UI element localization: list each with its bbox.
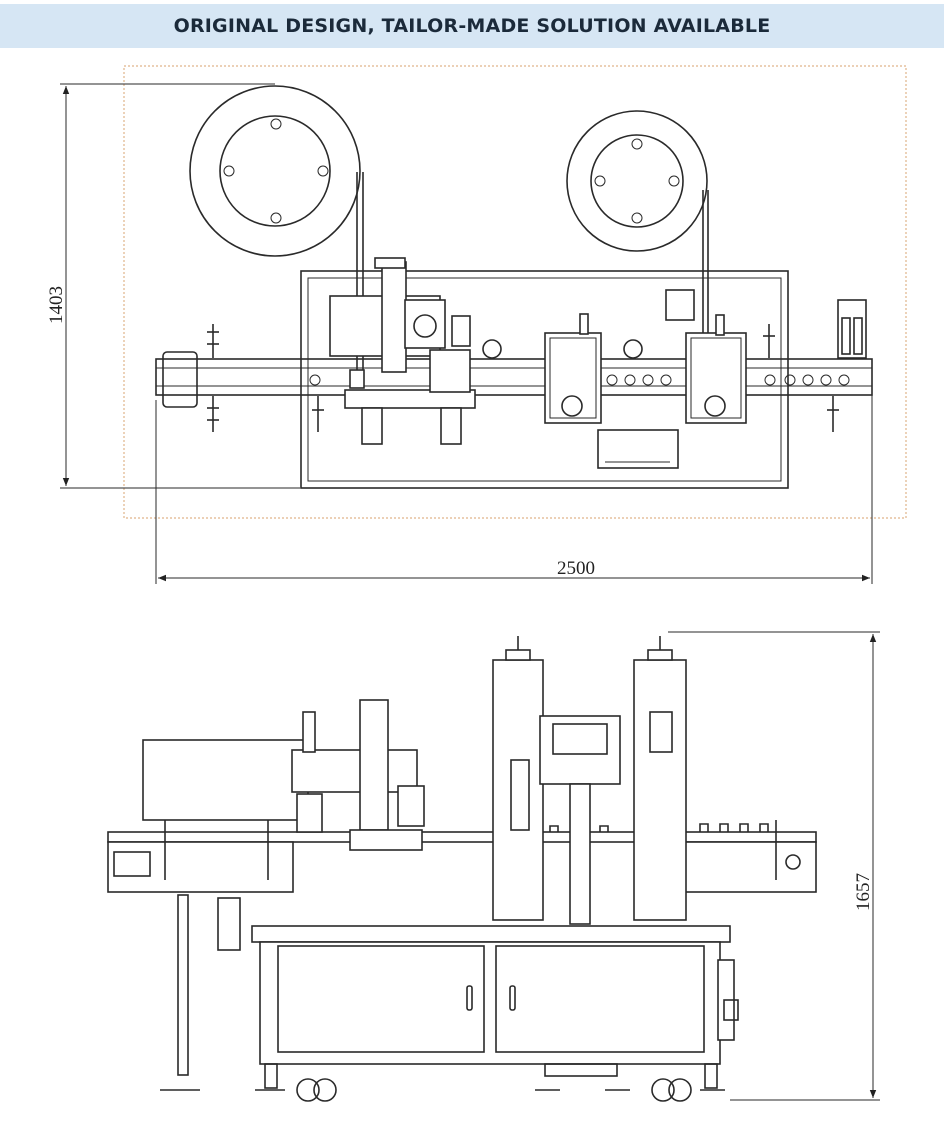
conveyor-front xyxy=(107,820,817,893)
depth-dimension: 1403 xyxy=(46,83,300,489)
width-dimension-label: 2500 xyxy=(557,558,595,579)
conveyor-top xyxy=(155,351,873,408)
guide-posts xyxy=(207,324,839,432)
labeling-head-middle xyxy=(482,313,643,424)
bottles xyxy=(549,823,769,832)
labeling-head-top xyxy=(329,257,476,445)
height-dimension-label: 1657 xyxy=(853,873,874,911)
depth-dimension-label: 1403 xyxy=(46,286,67,324)
front-view: 1657 xyxy=(107,631,880,1102)
labeling-head-right xyxy=(597,289,747,469)
banner-title: ORIGINAL DESIGN, TAILOR-MADE SOLUTION AV… xyxy=(173,15,771,37)
cabinet xyxy=(251,925,739,1065)
conveyor-motor-top xyxy=(837,299,867,359)
control-panel xyxy=(539,715,621,925)
height-dimension: 1657 xyxy=(668,631,880,1101)
header-banner: ORIGINAL DESIGN, TAILOR-MADE SOLUTION AV… xyxy=(0,4,944,48)
width-dimension: 2500 xyxy=(155,370,873,584)
footprint-outline xyxy=(123,65,907,519)
top-view: 1403 2500 xyxy=(46,65,907,584)
label-reel-right xyxy=(566,110,708,252)
labeling-head-front xyxy=(291,699,425,851)
label-reel-left xyxy=(189,85,361,257)
casters xyxy=(160,1063,725,1102)
tower-left xyxy=(492,636,544,921)
tower-right xyxy=(633,636,687,921)
